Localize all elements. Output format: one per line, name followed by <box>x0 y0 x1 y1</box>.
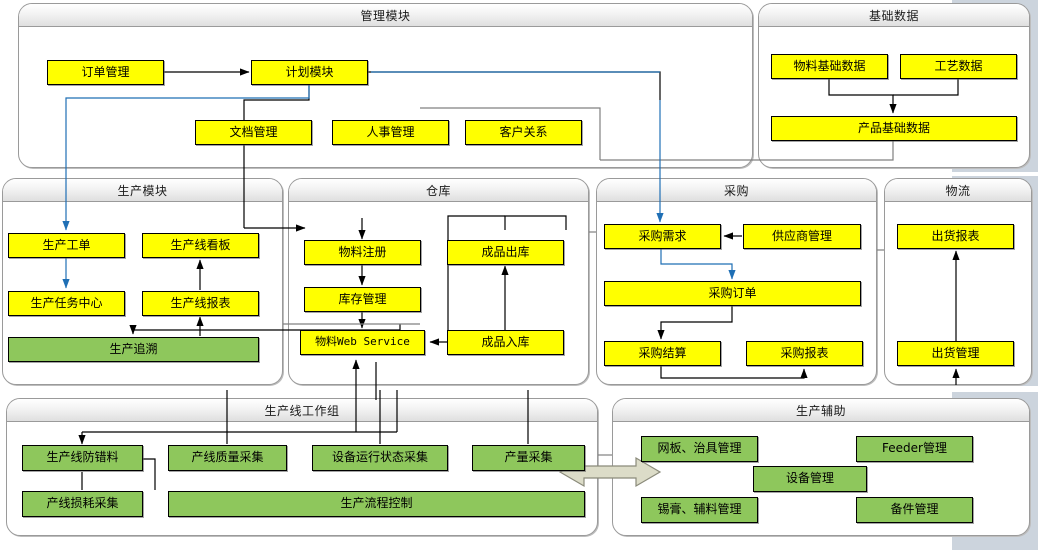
group-logistics-header: 物流 <box>885 179 1031 202</box>
node-equipment-mgmt[interactable]: 设备管理 <box>753 466 867 492</box>
group-warehouse-title: 仓库 <box>425 183 451 198</box>
group-basic-data-title: 基础数据 <box>868 8 919 23</box>
node-line-kanban[interactable]: 生产线看板 <box>142 233 259 258</box>
group-management-title: 管理模块 <box>360 8 411 23</box>
group-basic-data[interactable]: 基础数据 <box>758 3 1030 168</box>
node-fg-inbound[interactable]: 成品入库 <box>447 330 564 355</box>
node-stencil-jig-mgmt[interactable]: 网板、治具管理 <box>641 436 758 462</box>
group-line-workgroup-header: 生产线工作组 <box>7 399 597 422</box>
node-doc-mgmt[interactable]: 文档管理 <box>195 120 312 145</box>
node-task-center[interactable]: 生产任务中心 <box>8 291 125 316</box>
node-solder-aux-mgmt[interactable]: 锡膏、辅料管理 <box>641 497 758 523</box>
group-production-header: 生产模块 <box>3 179 282 202</box>
group-purchasing-header: 采购 <box>597 179 876 202</box>
group-management-header: 管理模块 <box>19 4 752 27</box>
group-warehouse[interactable]: 仓库 <box>288 178 589 385</box>
node-line-loss-collect[interactable]: 产线损耗采集 <box>22 491 143 517</box>
node-line-report[interactable]: 生产线报表 <box>142 291 259 316</box>
node-material-basic-data[interactable]: 物料基础数据 <box>771 54 888 79</box>
node-inventory-mgmt[interactable]: 库存管理 <box>304 287 421 312</box>
node-purchase-settle[interactable]: 采购结算 <box>604 341 721 366</box>
group-purchasing-title: 采购 <box>723 183 749 198</box>
group-basic-data-header: 基础数据 <box>759 4 1029 27</box>
group-logistics-title: 物流 <box>945 183 971 198</box>
group-production-title: 生产模块 <box>117 183 168 198</box>
node-purchase-order[interactable]: 采购订单 <box>604 281 861 306</box>
node-process-data[interactable]: 工艺数据 <box>900 54 1017 79</box>
node-customer-rel[interactable]: 客户关系 <box>465 120 582 145</box>
node-purchase-report[interactable]: 采购报表 <box>746 341 863 366</box>
node-line-quality-collect[interactable]: 产线质量采集 <box>168 445 287 471</box>
node-production-trace[interactable]: 生产追溯 <box>8 337 259 362</box>
node-material-register[interactable]: 物料注册 <box>304 240 421 265</box>
node-hr-mgmt[interactable]: 人事管理 <box>332 120 449 145</box>
node-work-order[interactable]: 生产工单 <box>8 233 125 258</box>
node-shipping-mgmt[interactable]: 出货管理 <box>897 341 1014 366</box>
group-production-support-title: 生产辅助 <box>795 403 846 418</box>
node-plan-module[interactable]: 计划模块 <box>251 60 368 85</box>
node-fg-outbound[interactable]: 成品出库 <box>447 240 564 265</box>
node-process-control[interactable]: 生产流程控制 <box>168 491 585 517</box>
node-output-collect[interactable]: 产量采集 <box>472 445 585 471</box>
node-line-poka-yoke[interactable]: 生产线防错料 <box>22 445 143 471</box>
node-equip-status-collect[interactable]: 设备运行状态采集 <box>312 445 448 471</box>
node-feeder-mgmt[interactable]: Feeder管理 <box>856 436 973 462</box>
node-shipping-report[interactable]: 出货报表 <box>897 224 1014 249</box>
node-product-basic-data[interactable]: 产品基础数据 <box>771 116 1017 141</box>
group-production-support-header: 生产辅助 <box>613 399 1029 422</box>
group-warehouse-header: 仓库 <box>289 179 588 202</box>
node-order-mgmt[interactable]: 订单管理 <box>47 60 164 85</box>
node-purchase-request[interactable]: 采购需求 <box>604 224 721 249</box>
node-spare-parts-mgmt[interactable]: 备件管理 <box>856 497 973 523</box>
node-supplier-mgmt[interactable]: 供应商管理 <box>743 224 861 249</box>
group-line-workgroup-title: 生产线工作组 <box>264 403 340 418</box>
node-material-webservice[interactable]: 物料Web Service <box>300 330 425 355</box>
